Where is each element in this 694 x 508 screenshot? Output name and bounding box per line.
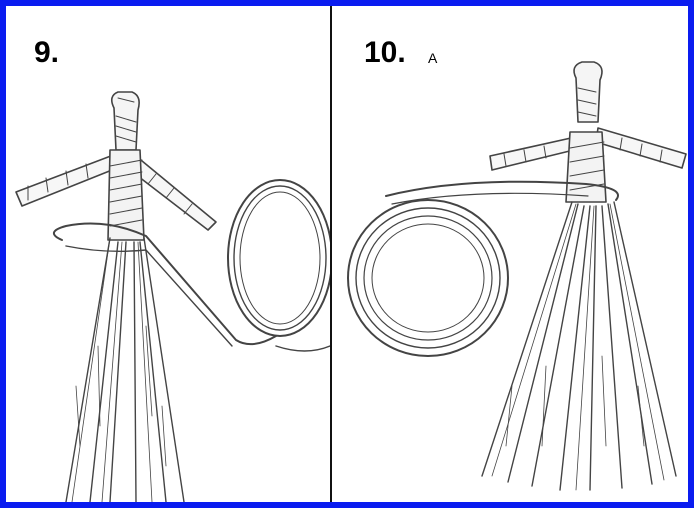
corn-husk-doll-step-10-drawing — [332, 6, 688, 502]
step-9-panel: 9. — [6, 6, 330, 502]
step-10-panel: 10. A — [332, 6, 688, 502]
corn-husk-doll-step-9-drawing — [6, 6, 330, 502]
